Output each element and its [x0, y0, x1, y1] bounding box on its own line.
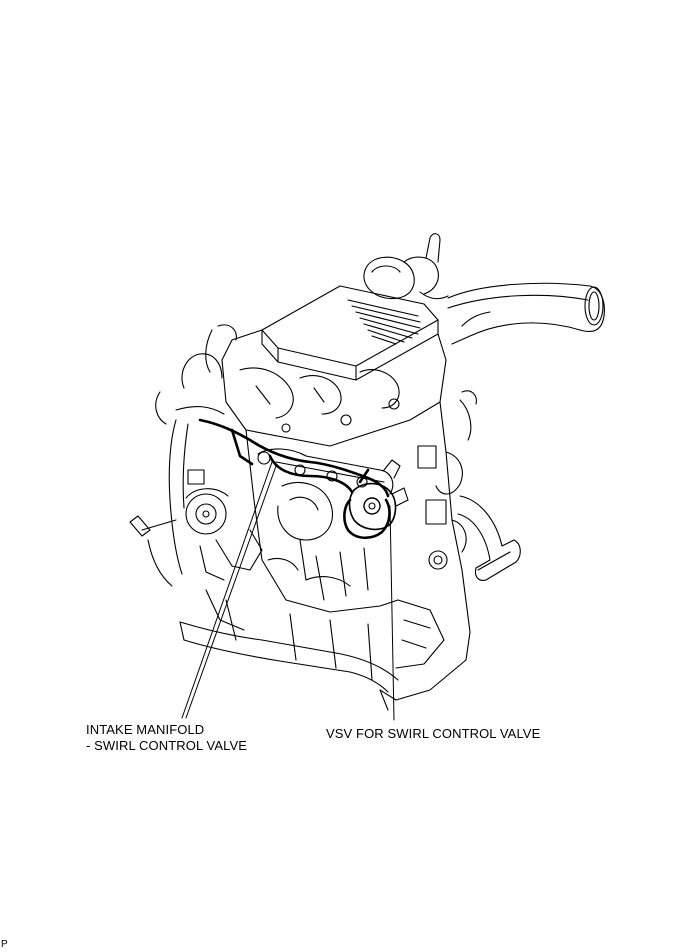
turbo-section	[363, 233, 449, 300]
vsv-component	[348, 459, 409, 531]
intake-manifold-label-line2: - SWIRL CONTROL VALVE	[86, 738, 248, 753]
intake-manifold-label: INTAKE MANIFOLD - SWIRL CONTROL VALVE	[86, 722, 247, 754]
intake-manifold	[257, 448, 394, 581]
leader-lines	[181, 461, 395, 721]
intake-pipe	[447, 282, 605, 345]
footer-mark: P	[1, 939, 8, 950]
lower-block	[179, 429, 399, 711]
exhaust-pipe	[457, 495, 521, 581]
cylinder-head	[221, 329, 447, 447]
vsv-label: VSV FOR SWIRL CONTROL VALVE	[326, 726, 541, 741]
intercooler	[261, 285, 439, 381]
vacuum-hose-harness	[198, 418, 391, 540]
engine-block-right	[379, 390, 477, 701]
intake-manifold-label-line1: INTAKE MANIFOLD	[86, 722, 205, 737]
engine-left-side	[129, 324, 263, 587]
